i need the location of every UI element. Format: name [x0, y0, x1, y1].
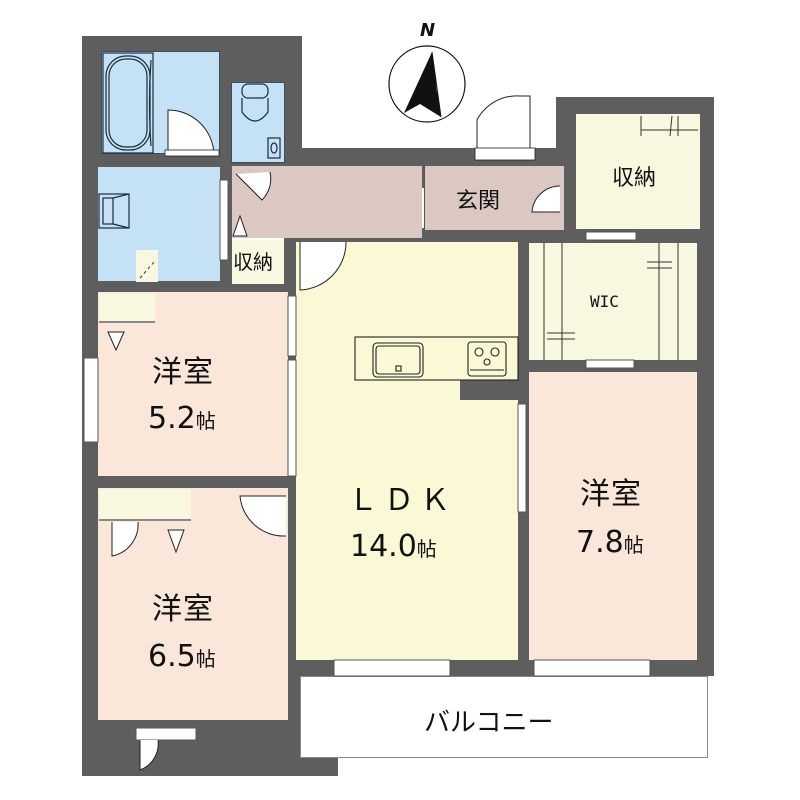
bedroom-1-name: 洋室: [152, 355, 214, 390]
storage-north: [576, 114, 700, 229]
bedroom-2-name: 洋室: [152, 592, 214, 627]
ldk-size: 14.0帖: [350, 529, 437, 564]
entrance-label: 玄関: [456, 189, 501, 214]
compass-north-label: N: [420, 20, 436, 41]
wic-label: WIC: [590, 292, 619, 311]
closet-5-2: [99, 293, 155, 323]
ldk: [296, 242, 518, 660]
bedroom-3-size: 7.8帖: [576, 525, 644, 560]
storage-north-label: 収納: [612, 166, 657, 191]
storage-small-label: 収納: [233, 250, 273, 274]
bathtub-icon: [102, 52, 154, 154]
balcony-label: バルコニー: [424, 708, 554, 738]
balcony: [300, 676, 708, 758]
bedroom-1-size: 5.2帖: [148, 401, 216, 436]
closet-6-5: [99, 489, 191, 521]
kitchen-wall: [460, 380, 518, 400]
bedroom-7-8: [529, 372, 697, 660]
bedroom-3-name: 洋室: [580, 477, 642, 512]
washroom-lower-notch: [136, 250, 158, 282]
ldk-name: ＬＤＫ: [348, 483, 456, 518]
door-swing: [167, 109, 215, 156]
toilet-icon: [241, 83, 281, 159]
bedroom-2-size: 6.5帖: [148, 639, 216, 674]
kitchen-counter: [354, 336, 519, 381]
washroom: [98, 167, 220, 281]
toilet: [231, 82, 285, 163]
washbasin-icon: [98, 193, 130, 229]
north-arrow-icon: [388, 45, 466, 123]
balcony-corner: [290, 758, 338, 776]
storage-small: [232, 238, 284, 284]
